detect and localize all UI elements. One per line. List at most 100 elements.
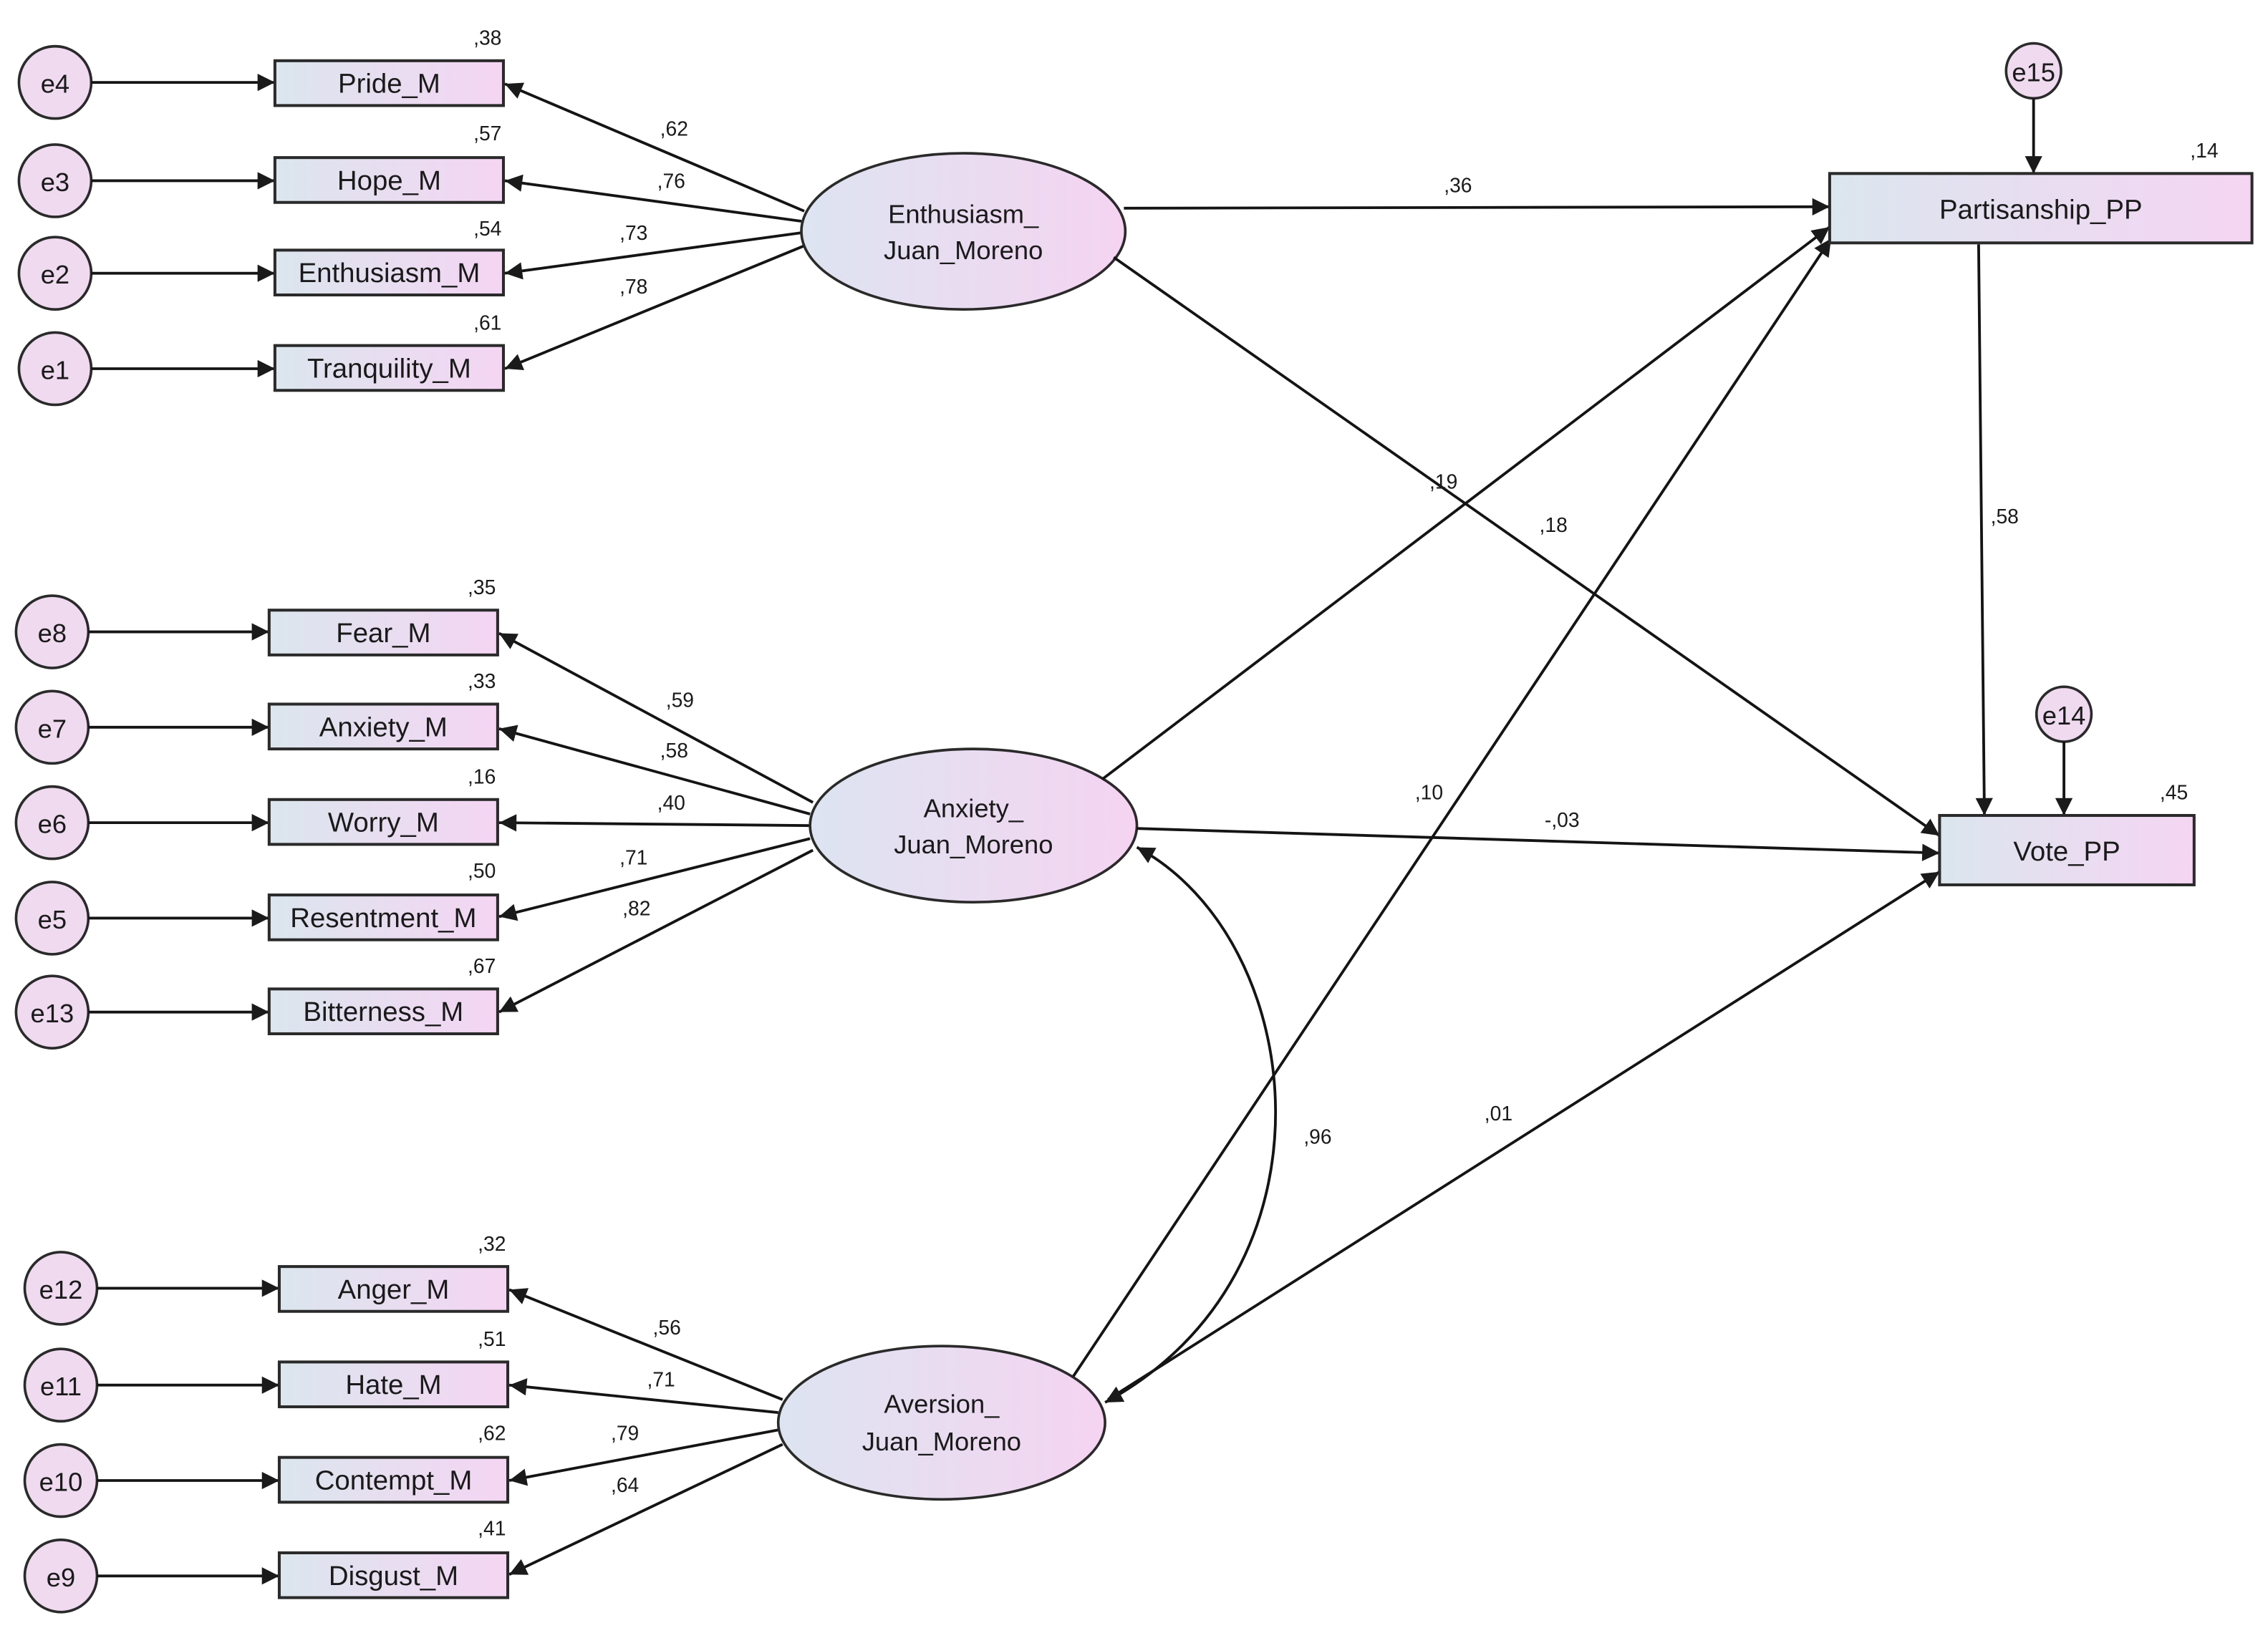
loading-label: ,62: [660, 117, 688, 140]
indicator-box: [273, 59, 506, 107]
indicator-row-contempt: e10 Contempt_M ,62 ,79: [23, 1421, 779, 1518]
loading-label: ,56: [653, 1316, 681, 1339]
r-squared-label: ,16: [468, 765, 496, 788]
indicator-box: [267, 609, 499, 656]
error-term-label: e9: [47, 1563, 75, 1592]
r-squared-label: ,35: [468, 576, 496, 599]
loading-arrow: [504, 174, 802, 223]
r-squared-label: ,67: [468, 954, 496, 977]
indicator-box: [267, 798, 499, 846]
error-term-label: e12: [39, 1275, 83, 1304]
latent-label-line1: Enthusiasm_: [888, 199, 1039, 228]
loading-arrow: [508, 1428, 779, 1486]
indicator-row-hope: e3 Hope_M ,57 ,76: [17, 122, 802, 223]
indicator-label: Contempt_M: [315, 1465, 473, 1496]
loading-label: ,71: [619, 846, 647, 869]
latent-aversion: Aversion_ Juan_Moreno: [776, 1344, 1106, 1501]
r-squared-label: ,45: [2160, 781, 2188, 804]
path-aversion-to-partisanship: [1072, 238, 1833, 1377]
indicator-box: [273, 248, 506, 297]
path-coef-enthusiasm-partisanship: ,36: [1444, 174, 1472, 197]
error-term-label: e13: [31, 999, 74, 1028]
indicator-row-anxiety: e7 Anxiety_M ,33 ,58: [14, 669, 811, 815]
path-enthusiasm-to-vote: [1113, 256, 1941, 837]
aversion-block: e12 Anger_M ,32 ,56 e11 Hate_M ,51 ,71 e…: [23, 1232, 1106, 1614]
error-term-label: e15: [2012, 57, 2055, 87]
loading-arrow: [498, 631, 814, 804]
indicator-label: Pride_M: [338, 69, 440, 100]
covariance-coef-anxiety-aversion: ,96: [1303, 1125, 1331, 1148]
loading-arrow: [508, 1378, 778, 1414]
indicator-label: Bitterness_M: [303, 997, 463, 1027]
loading-label: ,58: [660, 739, 688, 762]
loading-arrow: [508, 1443, 783, 1576]
indicator-box: [277, 1265, 510, 1313]
indicator-box: [277, 1360, 510, 1409]
indicator-box: [273, 344, 506, 392]
latent-label-line2: Juan_Moreno: [894, 830, 1053, 859]
error-term-label: e3: [41, 168, 69, 197]
loading-arrow: [504, 82, 805, 213]
path-partisanship-to-vote: [1975, 244, 1993, 816]
loading-arrow: [504, 231, 802, 280]
latent-label-line1: Anxiety_: [924, 793, 1024, 823]
indicator-box: [273, 156, 506, 204]
r-squared-label: ,50: [468, 859, 496, 882]
covariance-anxiety-aversion: [1104, 846, 1278, 1404]
indicator-row-resentment: e5 Resentment_M ,50 ,71: [14, 837, 811, 956]
indicator-label: Disgust_M: [329, 1561, 458, 1591]
loading-label: ,40: [657, 791, 685, 814]
latent-anxiety: Anxiety_ Juan_Moreno: [809, 747, 1139, 904]
r-squared-label: ,54: [473, 217, 501, 240]
latent-label-line1: Aversion_: [884, 1389, 1000, 1418]
r-squared-label: ,33: [468, 669, 496, 692]
r-squared-label: ,61: [473, 311, 501, 334]
loading-label: ,82: [622, 896, 650, 919]
path-anxiety-to-partisanship: [1101, 226, 1831, 781]
path-coef-enthusiasm-vote: ,18: [1540, 513, 1568, 536]
r-squared-label: ,51: [478, 1327, 506, 1350]
indicator-box: [277, 1551, 510, 1599]
r-squared-label: ,14: [2190, 139, 2218, 162]
outcome-vote: e14 Vote_PP ,45: [1938, 685, 2196, 886]
error-term-label: e2: [41, 260, 69, 289]
error-term-label: e8: [38, 619, 67, 648]
error-term-label: e1: [41, 356, 69, 385]
path-coef-anxiety-partisanship: ,19: [1429, 470, 1457, 493]
indicator-label: Hope_M: [337, 165, 441, 196]
indicator-label: Fear_M: [336, 618, 430, 649]
outcome-label: Partisanship_PP: [1939, 194, 2143, 225]
anxiety-block: e8 Fear_M ,35 ,59 e7 Anxiety_M ,33 ,58 e…: [14, 576, 1139, 1050]
structural-paths: ,36 ,18 ,19 -,03 ,10 ,01 ,58 ,96: [1072, 174, 2019, 1404]
indicator-label: Enthusiasm_M: [299, 258, 481, 289]
indicator-row-anger: e12 Anger_M ,32 ,56: [23, 1232, 783, 1401]
indicator-row-enthusiasm: e2 Enthusiasm_M ,54 ,73: [17, 217, 802, 311]
path-coef-aversion-partisanship: ,10: [1415, 781, 1443, 804]
r-squared-label: ,38: [473, 26, 501, 49]
loading-arrow: [498, 725, 811, 815]
outcome-box: [1828, 172, 2254, 245]
r-squared-label: ,62: [478, 1421, 506, 1444]
latent-label-line2: Juan_Moreno: [862, 1427, 1021, 1456]
loading-label: ,64: [611, 1473, 639, 1496]
indicator-label: Anxiety_M: [319, 712, 448, 742]
indicator-label: Worry_M: [328, 808, 439, 838]
path-enthusiasm-to-partisanship: [1124, 198, 1830, 215]
indicator-row-hate: e11 Hate_M ,51 ,71: [23, 1327, 778, 1423]
error-term-label: e4: [41, 69, 69, 99]
loading-label: ,78: [619, 275, 647, 298]
error-term-label: e10: [39, 1468, 83, 1497]
loading-arrow: [508, 1288, 783, 1401]
latent-ellipse: [776, 1344, 1106, 1501]
indicator-box: [267, 893, 499, 941]
indicator-label: Anger_M: [338, 1274, 450, 1305]
error-term-label: e11: [40, 1372, 82, 1401]
indicator-row-worry: e6 Worry_M ,16 ,40: [14, 765, 811, 861]
r-squared-label: ,57: [473, 122, 501, 145]
indicator-label: Tranquility_M: [307, 353, 471, 384]
indicator-row-bitterness: e13 Bitterness_M ,67 ,82: [14, 848, 814, 1050]
loading-arrow: [498, 814, 811, 832]
indicator-row-pride: e4 Pride_M ,38 ,62: [17, 26, 805, 213]
outcome-label: Vote_PP: [2013, 836, 2120, 867]
